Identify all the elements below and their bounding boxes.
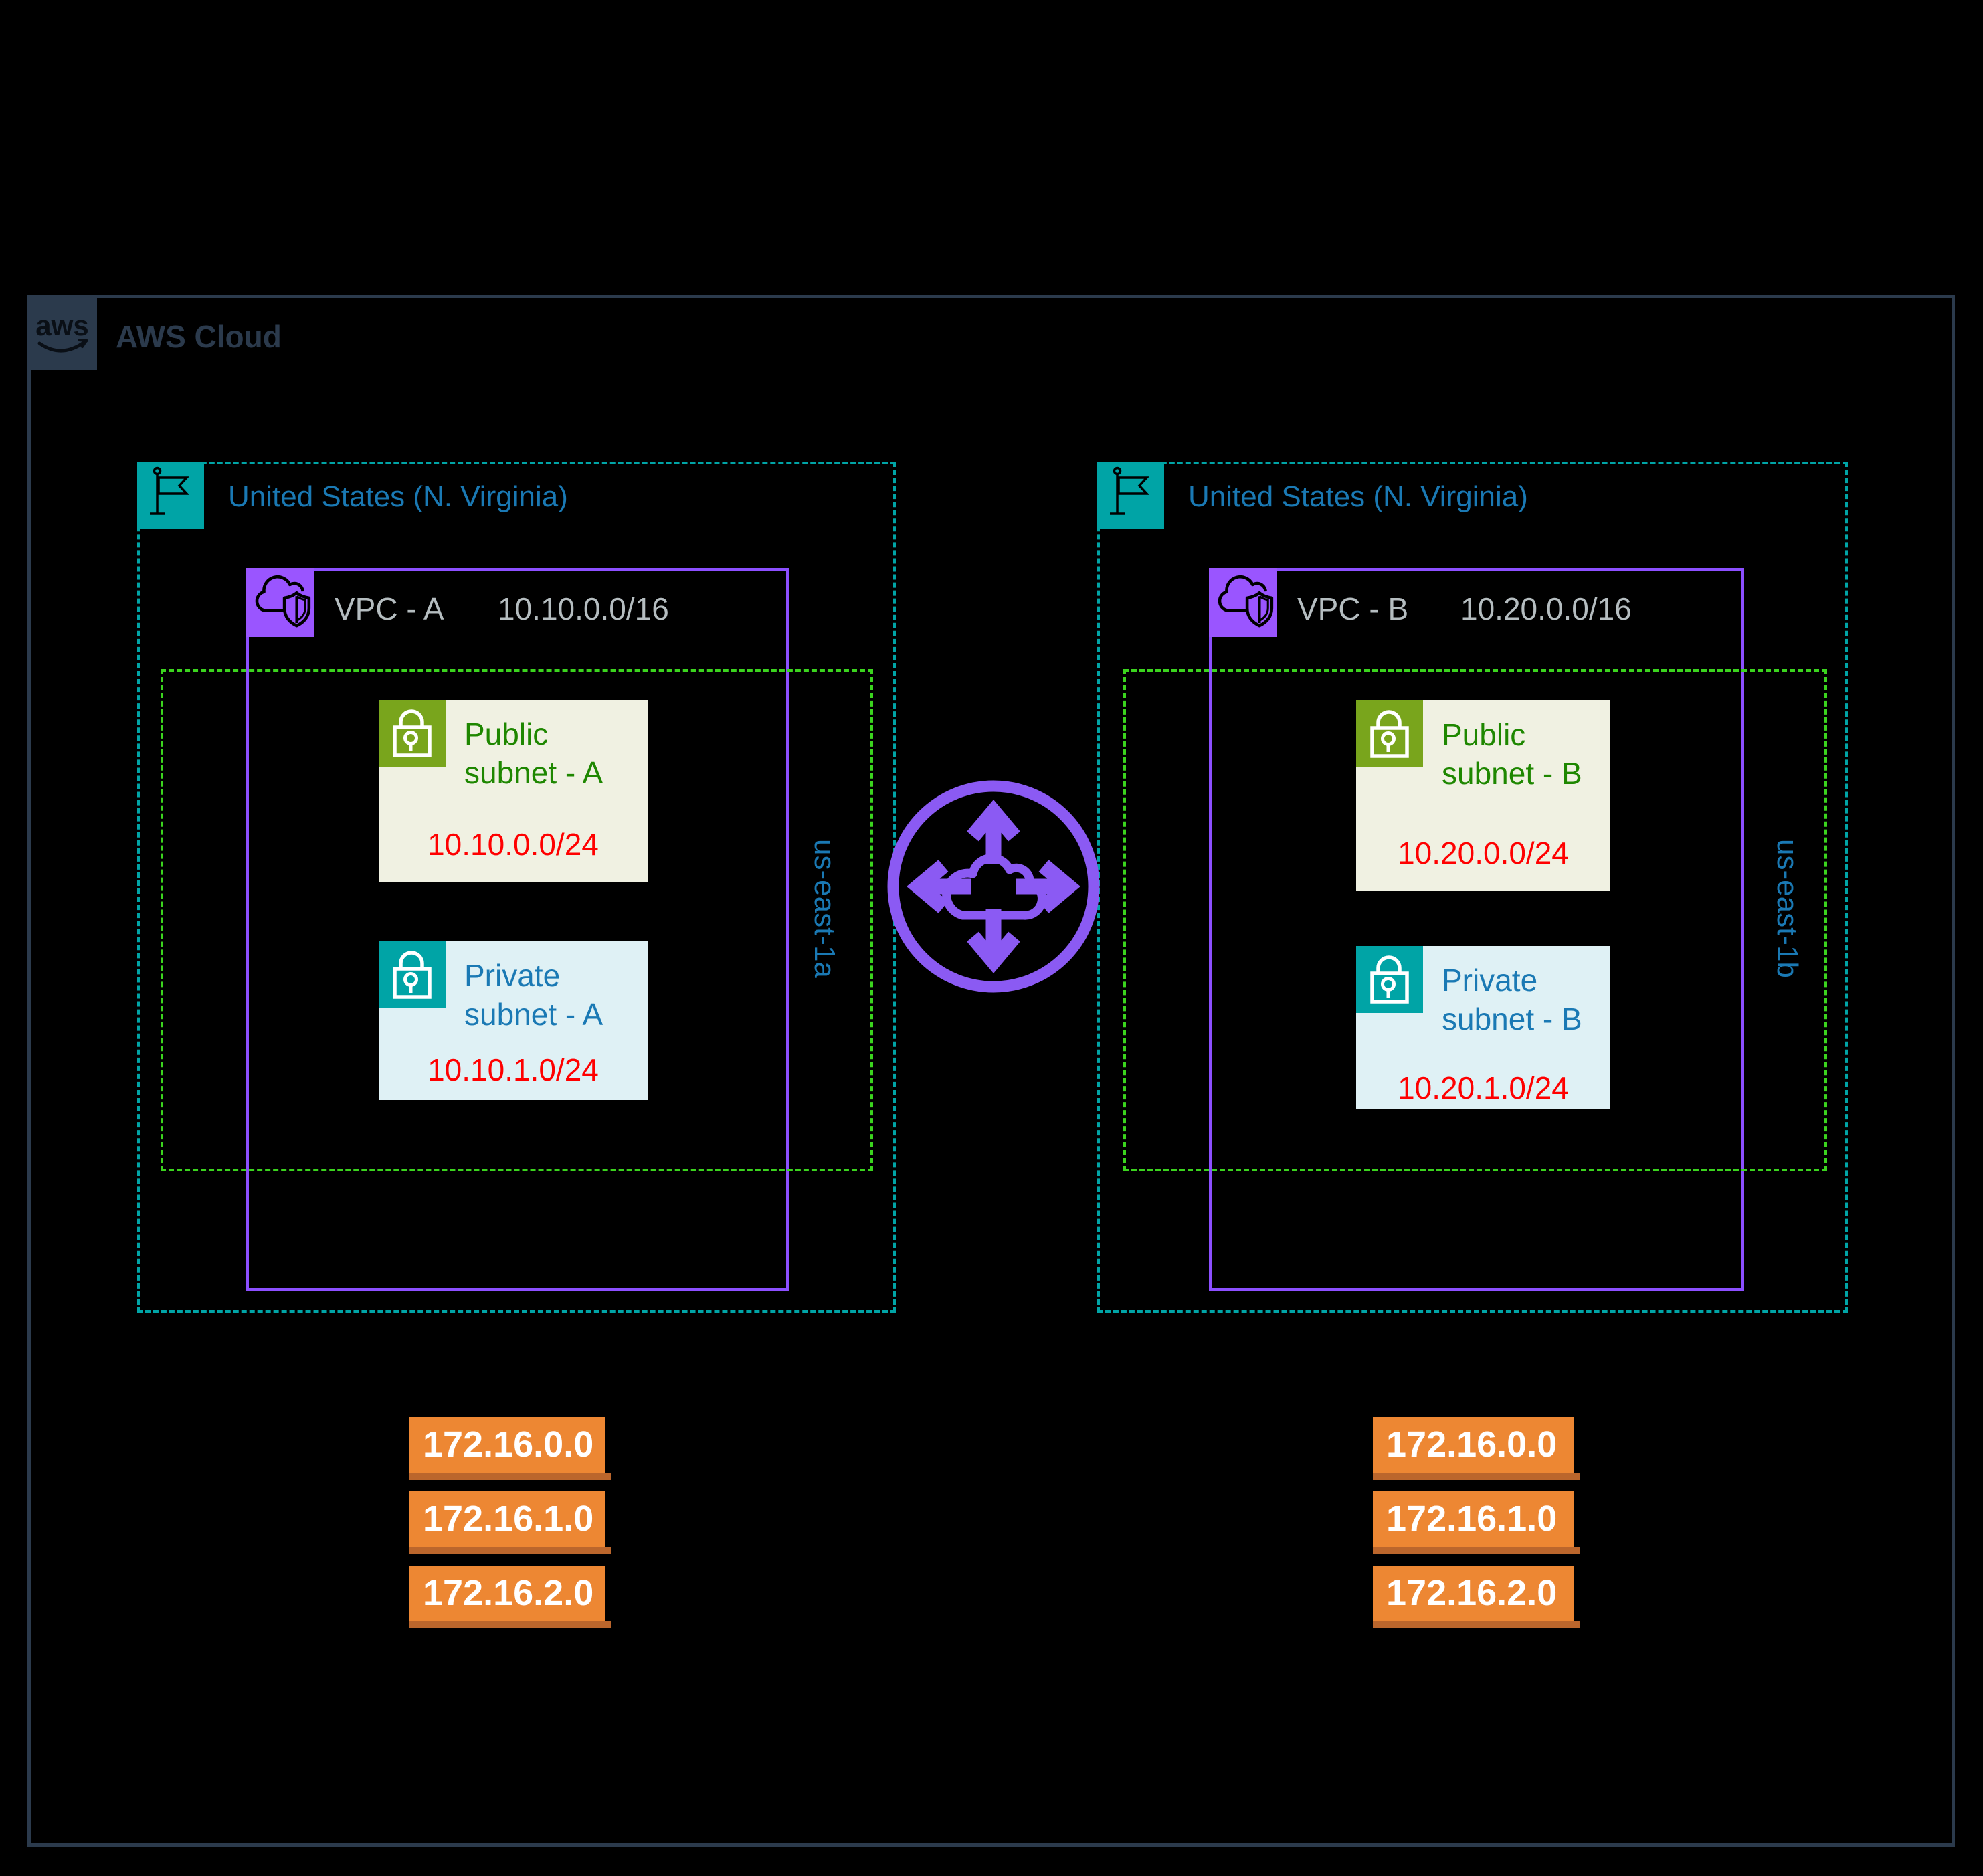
region-flag-icon [137, 462, 204, 529]
aws-logo-icon: aws [35, 310, 89, 353]
private-subnet-lock-icon [379, 941, 446, 1008]
region-box-b: United States (N. Virginia) VPC - B 10.2… [1097, 462, 1848, 1313]
availability-zone-box-b [1123, 669, 1827, 1171]
availability-zone-label: us-east-1b [1771, 839, 1804, 978]
transit-gateway-icon [880, 773, 1107, 1000]
vpc-icon [246, 568, 314, 637]
availability-zone-box-a [161, 669, 873, 1171]
aws-smile-icon [37, 339, 88, 353]
region-box-a: United States (N. Virginia) VPC - A 10.1… [137, 462, 896, 1313]
public-subnet-lock-icon [1356, 700, 1423, 767]
vpc-box-b: VPC - B 10.20.0.0/16 [1209, 568, 1744, 1291]
public-subnet-card-a: Public subnet - A 10.10.0.0/24 [379, 700, 648, 882]
subnet-cidr: 10.20.1.0/24 [1398, 1070, 1569, 1105]
subnet-title: Private subnet - A [464, 958, 603, 1032]
route-chip: 172.16.0.0 [409, 1417, 611, 1480]
route-chip: 172.16.2.0 [409, 1566, 611, 1628]
region-label: United States (N. Virginia) [228, 480, 568, 513]
aws-cloud-title: AWS Cloud [116, 319, 282, 354]
vpc-header: VPC - A 10.10.0.0/16 [249, 571, 786, 638]
route-chip: 172.16.1.0 [1373, 1491, 1580, 1554]
vpc-name: VPC - B [1297, 591, 1409, 626]
private-subnet-card-b: Private subnet - B 10.20.1.0/24 [1356, 946, 1610, 1109]
public-subnet-card-b: Public subnet - B 10.20.0.0/24 [1356, 700, 1610, 891]
aws-logo: aws [27, 295, 97, 370]
route-chip: 172.16.1.0 [409, 1491, 611, 1554]
vpc-icon [1209, 568, 1277, 637]
public-subnet-lock-icon [379, 700, 446, 767]
region-label: United States (N. Virginia) [1188, 480, 1528, 513]
subnet-cidr: 10.10.0.0/24 [428, 827, 599, 862]
private-subnet-card-a: Private subnet - A 10.10.1.0/24 [379, 941, 648, 1100]
vpc-box-a: VPC - A 10.10.0.0/16 [246, 568, 789, 1291]
route-chip: 172.16.0.0 [1373, 1417, 1580, 1480]
region-flag-icon [1097, 462, 1164, 529]
route-chip: 172.16.2.0 [1373, 1566, 1580, 1628]
aws-cloud-container: aws AWS Cloud [27, 295, 1955, 1847]
vpc-cidr: 10.10.0.0/16 [498, 591, 669, 626]
svg-text:aws: aws [35, 310, 88, 341]
vpc-cidr: 10.20.0.0/16 [1460, 591, 1632, 626]
subnet-title: Public subnet - B [1442, 717, 1582, 791]
subnet-title: Public subnet - A [464, 717, 603, 790]
subnet-cidr: 10.10.1.0/24 [428, 1052, 599, 1087]
subnet-cidr: 10.20.0.0/24 [1398, 836, 1569, 870]
private-subnet-lock-icon [1356, 946, 1423, 1013]
availability-zone-label: us-east-1a [808, 839, 841, 978]
vpc-header: VPC - B 10.20.0.0/16 [1212, 571, 1741, 638]
vpc-name: VPC - A [335, 591, 444, 626]
subnet-title: Private subnet - B [1442, 963, 1582, 1036]
